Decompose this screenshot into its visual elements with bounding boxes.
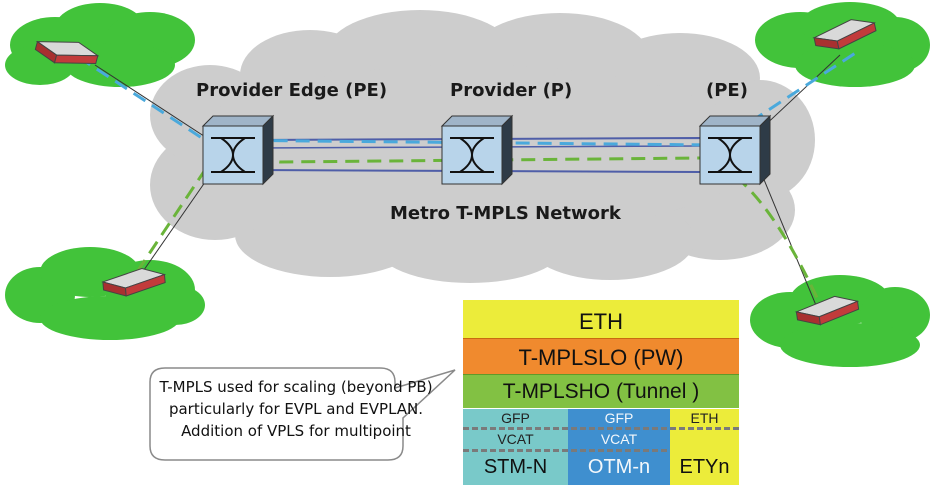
stack-divider — [670, 427, 739, 430]
provider-edge-left-label: Provider Edge (PE) — [196, 80, 388, 101]
stack-tmpls-ho-layer: T-MPLSHO (Tunnel ) — [463, 374, 739, 408]
router-icon — [34, 40, 100, 65]
stack-ety-label: ETYn — [679, 456, 730, 478]
stack-eth-small-label: ETH — [690, 410, 719, 426]
callout-line: Addition of VPLS for multipoint — [181, 422, 411, 440]
pe-switch-left — [201, 114, 275, 186]
stack-column-otm — [568, 409, 670, 485]
router-icon — [794, 295, 860, 326]
stack-column-stm — [463, 409, 568, 485]
customer-cloud-bottom-right — [750, 275, 930, 367]
stack-gfp-label: GFP — [604, 410, 634, 426]
stack-tmpls-lo-layer: T-MPLSLO (PW) — [463, 338, 739, 376]
stack-vcat-label: VCAT — [497, 431, 534, 447]
router-icon — [101, 267, 167, 297]
stack-otm-label: OTM-n — [587, 456, 651, 478]
customer-cloud-top-left — [5, 3, 195, 87]
pe-switch-right — [698, 114, 772, 186]
stack-column-ety — [670, 409, 739, 485]
callout-line: T-MPLS used for scaling (beyond PB) — [159, 378, 433, 396]
stack-vcat-label: VCAT — [600, 431, 638, 447]
callout-line: particularly for EVPL and EVPLAN. — [168, 400, 424, 418]
router-icon — [812, 19, 877, 50]
stack-stm-label: STM-N — [483, 456, 548, 478]
customer-cloud-bottom-left — [5, 247, 205, 340]
stack-divider — [463, 427, 670, 430]
callout-bubble — [149, 367, 456, 461]
provider-edge-right-label: (PE) — [706, 80, 748, 101]
metro-cloud — [150, 10, 815, 283]
p-switch — [440, 114, 514, 186]
stack-eth-layer: ETH — [463, 300, 739, 344]
network-label: Metro T-MPLS Network — [390, 203, 621, 224]
provider-label: Provider (P) — [450, 80, 573, 101]
stack-divider — [463, 449, 670, 452]
stack-gfp-label: GFP — [501, 410, 530, 426]
